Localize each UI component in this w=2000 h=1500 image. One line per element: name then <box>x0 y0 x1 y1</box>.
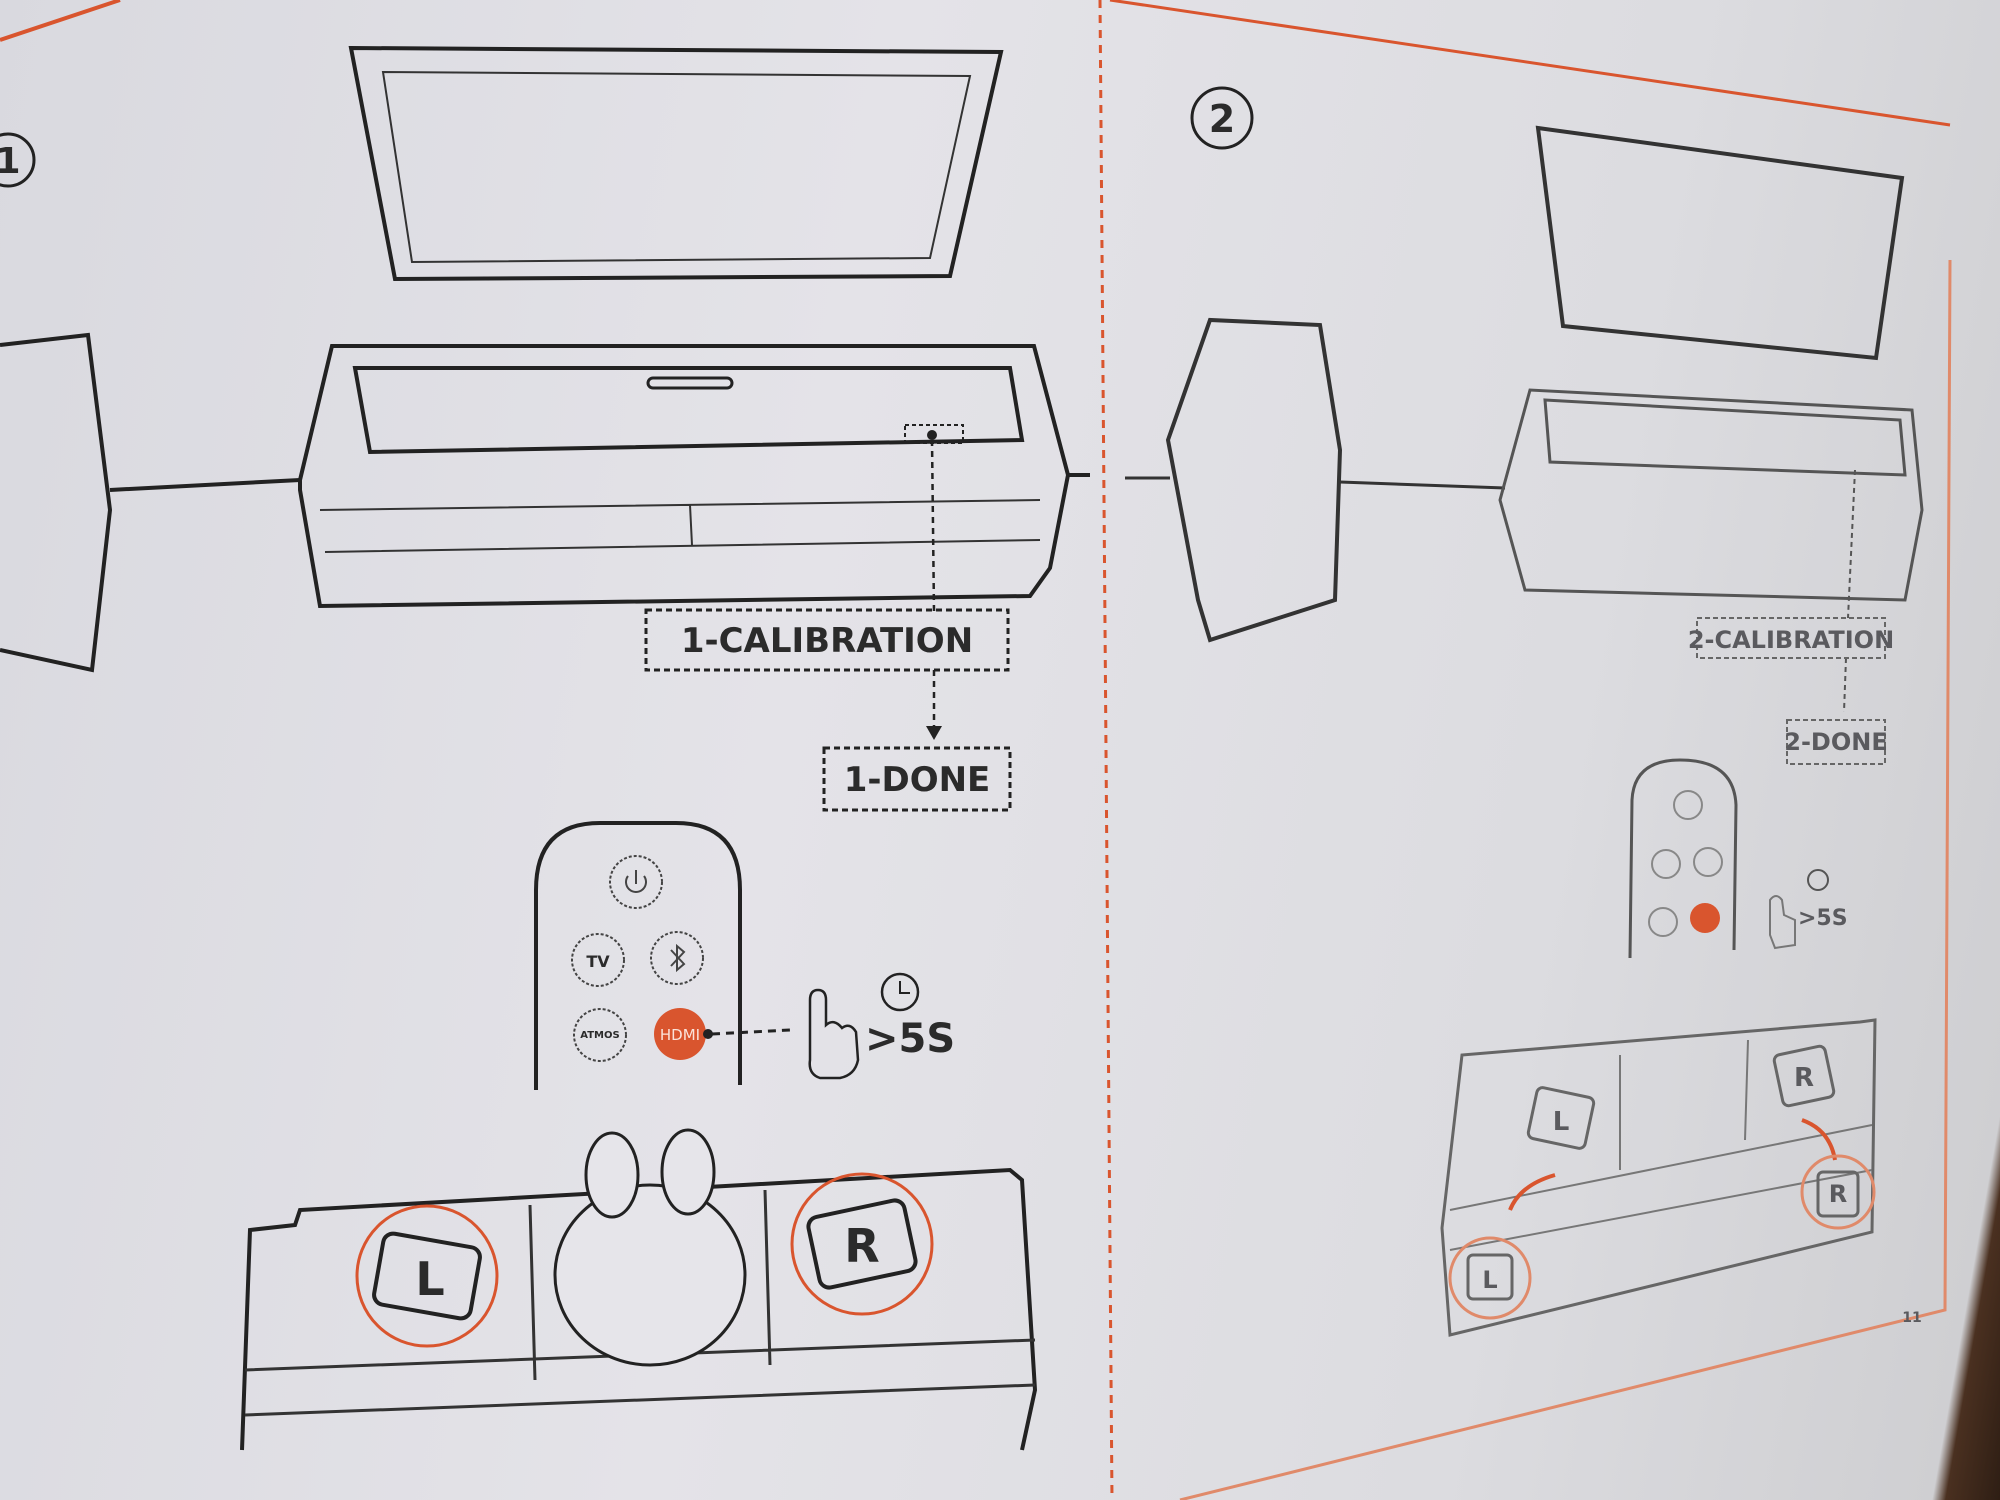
left-speaker-highlight <box>1448 1236 1532 1320</box>
hdmi-button <box>1690 903 1720 933</box>
done-label: 1-DONE <box>844 760 991 800</box>
step2-panel: 2 2-CALIBRATION 2-DONE >5S L R L <box>1125 86 1924 1337</box>
tv-cabinet-icon <box>298 344 1071 609</box>
svg-text:R: R <box>844 1219 879 1273</box>
remote-control-icon <box>534 821 742 1090</box>
svg-text:R: R <box>1829 1180 1847 1208</box>
soundbar-icon <box>1543 398 1907 477</box>
hdmi-button <box>654 1008 706 1060</box>
hand-press-icon <box>808 988 860 1080</box>
svg-text:L: L <box>415 1252 444 1306</box>
atmos-button <box>573 1008 627 1062</box>
bluetooth-button-icon <box>650 931 704 985</box>
right-speaker-highlight <box>1800 1154 1876 1230</box>
subwoofer-icon <box>0 332 113 673</box>
hand-press-icon <box>1769 895 1796 950</box>
step-number: 1 <box>0 141 21 182</box>
svg-text:ATMOS: ATMOS <box>580 1030 619 1041</box>
arrow-down-icon <box>926 726 942 740</box>
remote-control-icon <box>1628 758 1738 959</box>
step1-panel: 1 1-CALIBRATION 1-DONE TV ATMOS <box>0 45 1090 1451</box>
step-number-circle <box>0 132 36 188</box>
right-speaker-icon <box>806 1198 918 1290</box>
svg-text:TV: TV <box>586 952 610 971</box>
done-label-box <box>822 746 1012 812</box>
calibration-label: 1-CALIBRATION <box>681 621 973 661</box>
left-speaker-icon <box>372 1231 482 1321</box>
clock-icon <box>880 972 920 1012</box>
done-label: 2-DONE <box>1784 728 1887 756</box>
svg-text:HDMI: HDMI <box>660 1026 700 1044</box>
person-icon <box>553 1183 747 1367</box>
clock-icon <box>1807 869 1829 891</box>
page-border <box>1179 259 1952 1500</box>
tv-icon <box>1535 125 1905 361</box>
right-speaker-highlight <box>790 1172 934 1316</box>
svg-text:L: L <box>1482 1266 1497 1294</box>
right-speaker-icon <box>1772 1044 1836 1108</box>
calibration-label-box <box>644 608 1010 672</box>
step-number: 2 <box>1209 97 1235 141</box>
subwoofer-icon <box>1165 317 1343 643</box>
step-number-circle <box>1190 86 1254 150</box>
tv-button <box>571 933 625 987</box>
page-number: 11 <box>1902 1310 1921 1326</box>
panel-divider <box>1098 0 1114 1500</box>
page-border <box>1109 0 1951 127</box>
svg-text:R: R <box>1794 1063 1814 1093</box>
calibration-label: 2-CALIBRATION <box>1688 626 1894 654</box>
sofa-icon <box>1440 1018 1877 1337</box>
move-arrow-icon <box>1508 1173 1556 1211</box>
hold-time-label: >5S <box>865 1016 955 1062</box>
page-border <box>0 0 121 42</box>
calibration-label-box <box>1696 617 1886 659</box>
left-speaker-highlight <box>355 1204 499 1348</box>
power-button-icon <box>609 855 663 909</box>
tv-icon <box>348 45 1004 282</box>
done-label-box <box>1786 719 1886 765</box>
hold-time-label: >5S <box>1798 906 1848 931</box>
tv-cabinet-icon <box>1498 388 1924 602</box>
soundbar-icon <box>352 366 1025 455</box>
left-speaker-icon <box>1526 1086 1596 1150</box>
move-arrow-icon <box>1801 1118 1837 1161</box>
svg-text:L: L <box>1553 1107 1570 1137</box>
